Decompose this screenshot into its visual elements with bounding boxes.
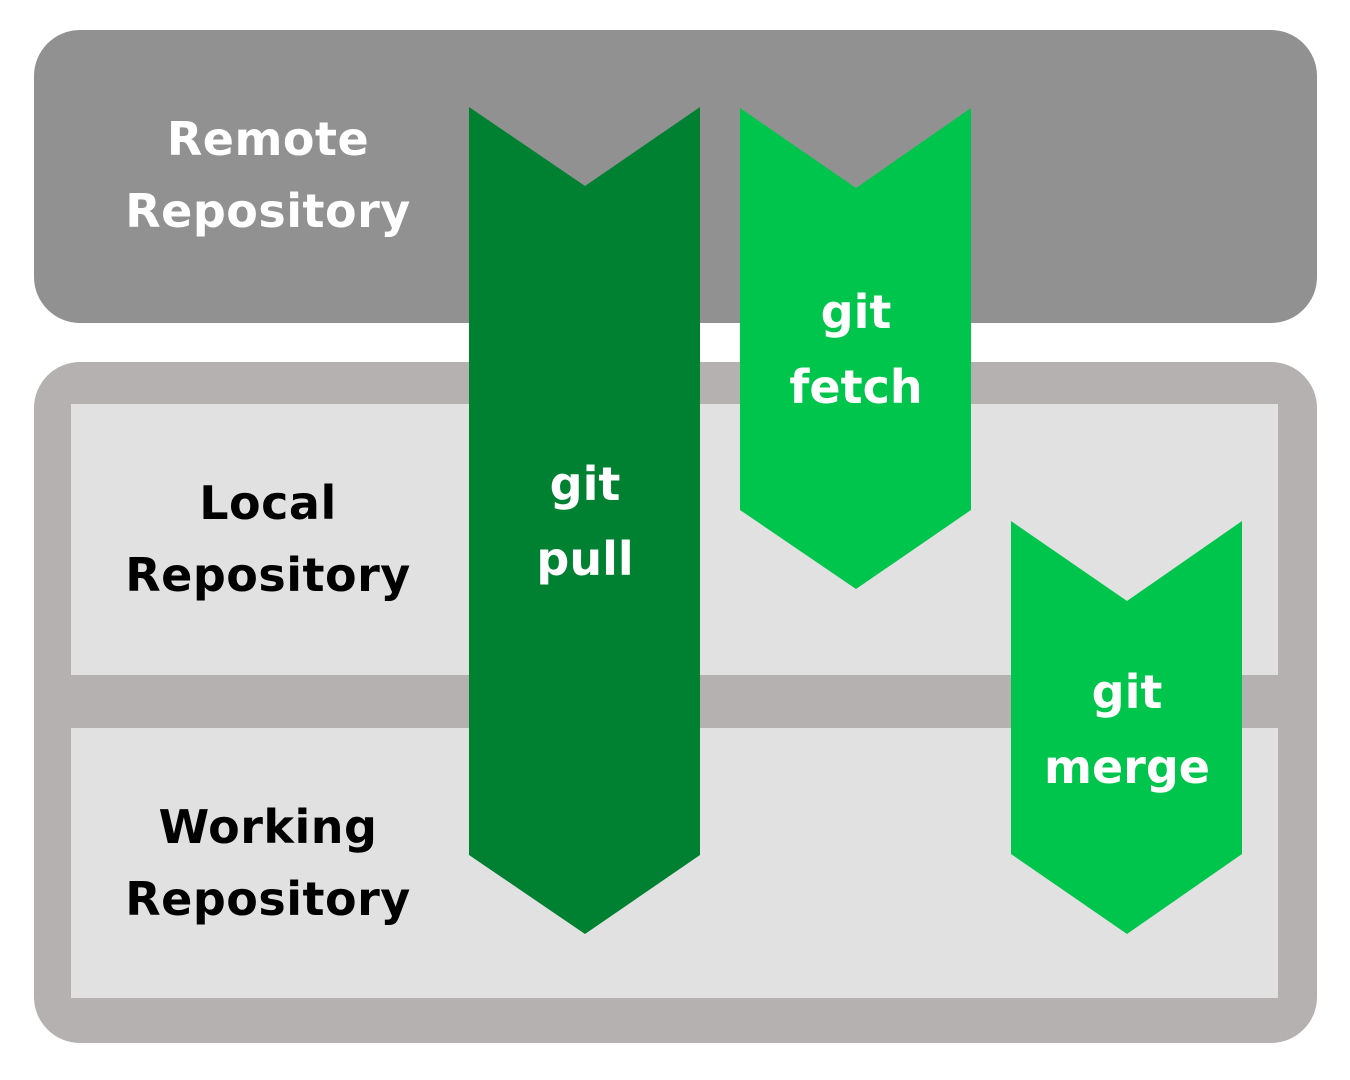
git-pull-chevron-shape xyxy=(469,107,700,934)
local-repository-label: Local Repository xyxy=(98,467,438,611)
git-merge-label-line1: git xyxy=(1092,665,1163,719)
git-fetch-label-line1: git xyxy=(821,285,892,339)
working-label-line1: Working xyxy=(158,800,378,854)
working-label-line2: Repository xyxy=(125,872,411,926)
git-merge-arrow: git merge xyxy=(1011,521,1242,934)
local-label-line1: Local xyxy=(199,476,337,530)
git-merge-chevron-shape xyxy=(1011,521,1242,934)
local-label-line2: Repository xyxy=(125,548,411,602)
git-fetch-chevron-shape xyxy=(740,108,971,589)
git-merge-label-line2: merge xyxy=(1044,740,1210,794)
git-fetch-arrow: git fetch xyxy=(740,108,971,589)
git-pull-label-line1: git xyxy=(550,457,621,511)
remote-label-line1: Remote xyxy=(166,112,370,166)
git-fetch-label-line2: fetch xyxy=(789,360,922,414)
git-pull-label-line2: pull xyxy=(536,532,633,586)
git-pull-arrow: git pull xyxy=(469,107,700,934)
remote-label-line2: Repository xyxy=(125,184,411,238)
working-repository-label: Working Repository xyxy=(98,791,438,935)
remote-repository-label: Remote Repository xyxy=(98,103,438,247)
